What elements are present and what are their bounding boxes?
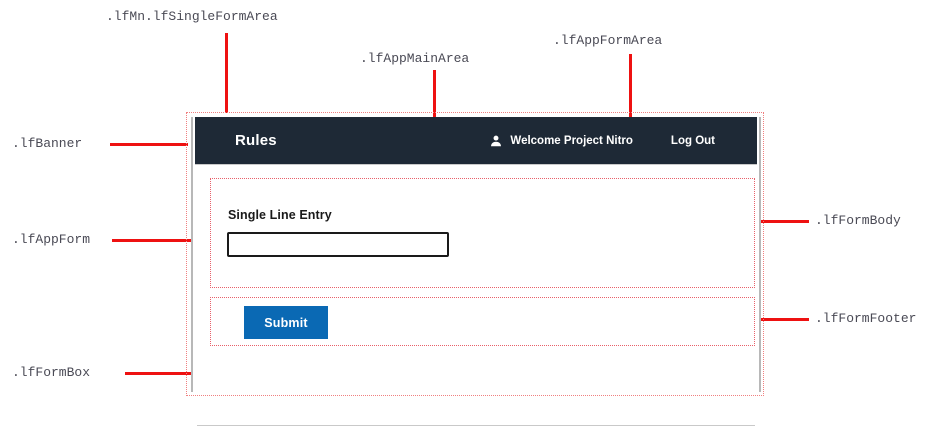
form-body: Single Line Entry: [210, 178, 755, 288]
single-form-area: Rules Welcome Project Nitro Log Out Sing…: [186, 112, 764, 426]
welcome-message: Welcome Project Nitro: [510, 134, 633, 147]
single-line-entry-label: Single Line Entry: [228, 208, 332, 222]
annotation-label-lfformfooter: .lfFormFooter: [815, 311, 917, 326]
submit-button[interactable]: Submit: [244, 306, 328, 339]
annotation-label-lfappform: .lfAppForm: [12, 232, 91, 247]
annotation-label-lfbanner: .lfBanner: [12, 136, 83, 151]
user-icon: [489, 134, 503, 148]
app-banner: Rules Welcome Project Nitro Log Out: [195, 117, 757, 164]
leader-line-lfappform: [112, 239, 192, 242]
app-form: Single Line Entry Submit: [195, 165, 757, 426]
logout-link[interactable]: Log Out: [670, 134, 715, 147]
leader-line-lfformbox: [125, 372, 205, 375]
leader-line-lfmn-single-form-area: [225, 33, 228, 113]
annotation-label-lfformbox: .lfFormBox: [12, 365, 91, 380]
single-line-entry-input[interactable]: [227, 232, 449, 257]
annotation-label-lfformbody: .lfFormBody: [815, 213, 901, 228]
form-footer: Submit: [210, 297, 755, 346]
annotation-label-lfappformarea: .lfAppFormArea: [553, 33, 663, 48]
leader-line-lfbanner: [110, 143, 188, 146]
leader-line-lfappformarea: [629, 54, 632, 165]
form-box: Rules Welcome Project Nitro Log Out Sing…: [191, 117, 761, 426]
banner-right-group: Welcome Project Nitro Log Out: [489, 134, 715, 148]
annotation-label-lfappmainarea: .lfAppMainArea: [360, 51, 470, 66]
annotation-label-lfmn-single-form-area: .lfMn.lfSingleFormArea: [106, 9, 278, 24]
banner-divider: [195, 164, 757, 165]
page-title: Rules: [235, 132, 277, 149]
